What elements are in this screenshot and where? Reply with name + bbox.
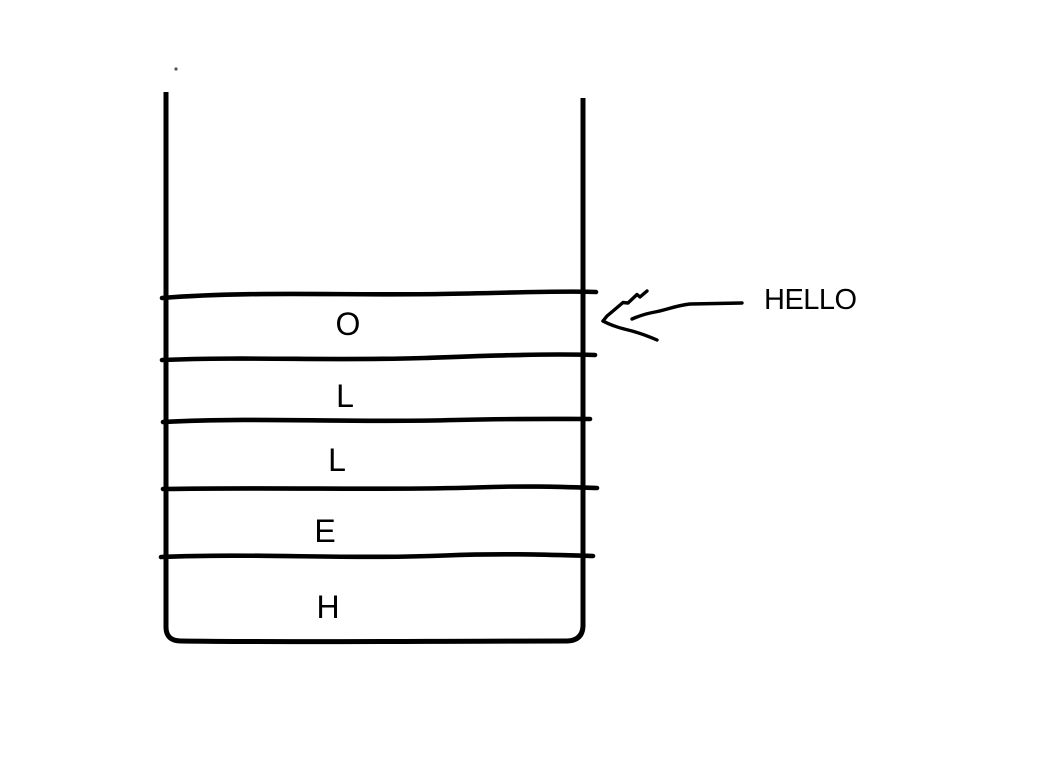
stack-item-label-bottom: H	[316, 589, 339, 625]
ink-speck	[174, 67, 178, 71]
annotation-arrow-icon	[601, 289, 744, 342]
stack-divider-2	[159, 352, 598, 363]
arrow-head-lower	[601, 319, 659, 342]
annotation-label: HELLO	[764, 284, 857, 316]
stack-item-label-4: E	[314, 513, 335, 549]
arrow-head-upper	[601, 289, 649, 323]
stack-divider-4	[160, 484, 600, 492]
container-right-wall	[566, 98, 586, 644]
stack-item-label-2: L	[336, 378, 354, 414]
stack-item-label-top: O	[336, 306, 361, 342]
stack-divider-1	[159, 289, 599, 301]
stack-item-label-3: L	[328, 442, 346, 478]
arrow-shaft	[630, 301, 744, 321]
stack-divider-5	[158, 551, 596, 560]
stack-divider-3	[160, 416, 593, 425]
container-left-wall-and-bottom	[163, 92, 569, 645]
